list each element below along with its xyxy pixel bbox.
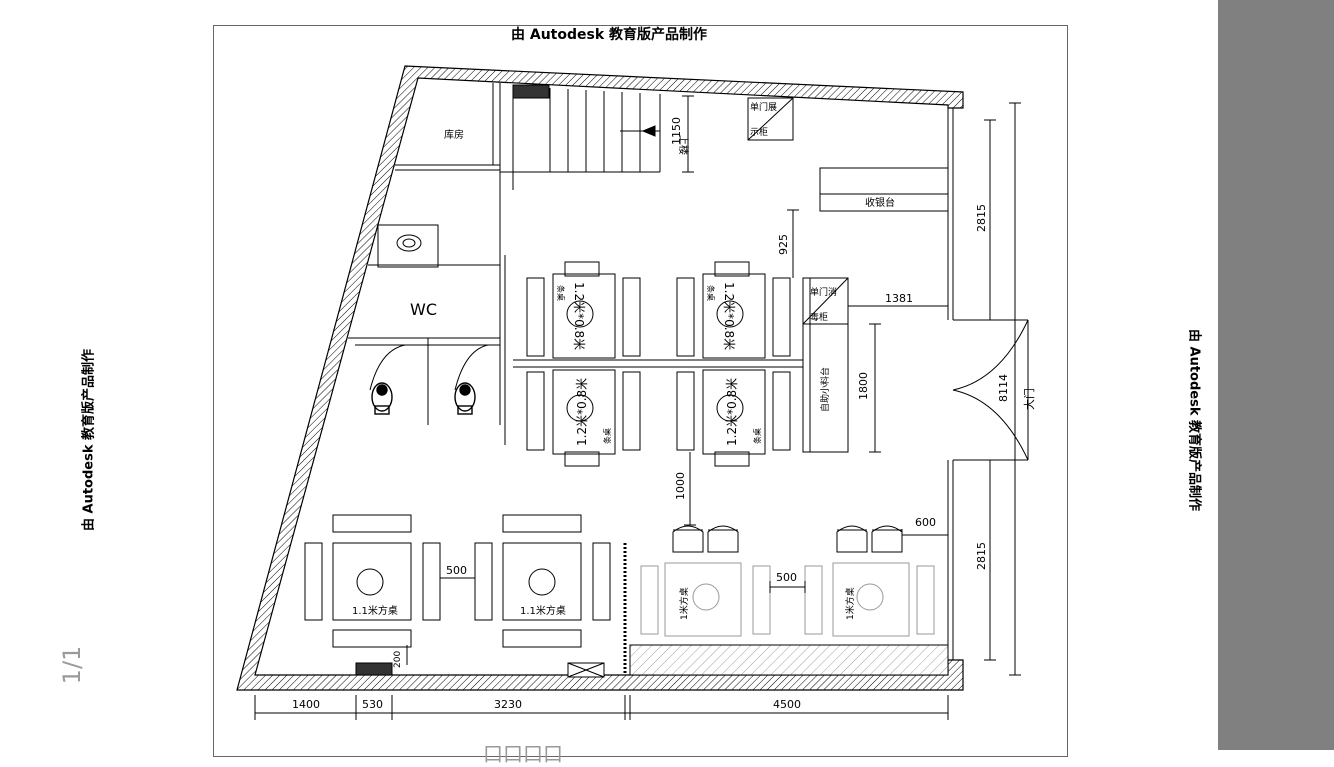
dim-1381 <box>847 300 948 312</box>
dim-500-left-label: 500 <box>446 564 467 577</box>
dim-600-label: 600 <box>915 516 936 529</box>
self-service-label: 自助小料台 <box>819 367 831 412</box>
dim-1800-label: 1800 <box>857 372 870 400</box>
long-table-sub-4: 条桌 <box>752 428 762 444</box>
wc-label: WC <box>410 300 437 319</box>
square-1m-label-1: 1米方桌 <box>678 587 690 620</box>
pillars <box>355 645 605 678</box>
dim-4500-label: 4500 <box>773 698 801 711</box>
right-sidebar <box>1218 0 1334 750</box>
display-cabinet-line2: 示柜 <box>750 126 768 138</box>
main-door <box>952 319 1029 461</box>
long-table-label-3: 1.2米*0.8米 <box>575 378 589 446</box>
dim-200-label: 200 <box>393 651 403 668</box>
main-door-label: 大门 <box>1022 388 1036 410</box>
long-table-label-1: 1.2米*0.8米 <box>572 282 586 350</box>
disinfect-line1: 单门消 <box>810 286 837 298</box>
square-1m-label-2: 1米方桌 <box>844 587 856 620</box>
dim-925-label: 925 <box>777 234 790 255</box>
watermark-top: 由 Autodesk 教育版产品制作 <box>510 27 708 43</box>
floor-plan: 大门 库房 上楼 <box>236 65 1036 720</box>
dim-1150-label: 1150 <box>670 117 683 145</box>
right-wall <box>947 108 963 660</box>
dim-500-left <box>439 572 476 584</box>
square-table-11-group <box>304 514 611 648</box>
kitchen-partition <box>623 543 949 676</box>
dim-925 <box>787 209 799 278</box>
dim-8114-label: 8114 <box>997 374 1010 402</box>
square-table-1m-group <box>640 562 935 637</box>
staircase <box>500 84 661 190</box>
wc-area <box>348 190 506 445</box>
dim-2815-bottom-label: 2815 <box>975 542 988 570</box>
cashier-counter <box>819 167 949 212</box>
long-table-group <box>526 261 791 467</box>
storage-label: 库房 <box>444 128 464 141</box>
disinfect-line2: 毒柜 <box>810 311 828 323</box>
disinfect-cabinet <box>802 277 849 453</box>
dim-500-right <box>769 581 806 593</box>
dim-1000 <box>684 452 696 526</box>
square-11-label-1: 1.1米方桌 <box>352 604 398 617</box>
dim-2815-top-label: 2815 <box>975 204 988 232</box>
long-table-label-2: 1.2米*0.8米 <box>722 282 736 350</box>
right-dimensions <box>984 102 1021 676</box>
dim-530-label: 530 <box>362 698 383 711</box>
urinal-2 <box>454 382 476 415</box>
long-table-sub-2: 条桌 <box>706 285 716 301</box>
long-table-sub-3: 条桌 <box>602 428 612 444</box>
bottom-dimensions <box>254 695 949 720</box>
center-divider <box>513 359 803 368</box>
display-cabinet <box>747 97 794 141</box>
chairs <box>672 525 903 553</box>
dim-1150 <box>682 95 694 173</box>
stair-up-label: 上楼 <box>677 135 690 155</box>
dim-1381-label: 1381 <box>885 292 913 305</box>
long-table-sub-1: 条桌 <box>556 285 566 301</box>
long-table-label-4: 1.2米*0.8米 <box>725 378 739 446</box>
urinal-1 <box>371 382 393 415</box>
outer-wall <box>236 65 964 691</box>
drawing-viewer[interactable]: 由 Autodesk 教育版产品制作 由 Autodesk 教育版产品制作 由 … <box>0 0 1218 766</box>
dim-500-right-label: 500 <box>776 571 797 584</box>
cashier-label: 收银台 <box>865 196 895 209</box>
dim-3230-label: 3230 <box>494 698 522 711</box>
dim-600 <box>901 529 948 541</box>
square-11-label-2: 1.1米方桌 <box>520 604 566 617</box>
display-cabinet-line1: 单门展 <box>750 101 777 113</box>
dim-1000-label: 1000 <box>674 472 687 500</box>
dim-1400-label: 1400 <box>292 698 320 711</box>
dim-1800 <box>869 323 881 453</box>
